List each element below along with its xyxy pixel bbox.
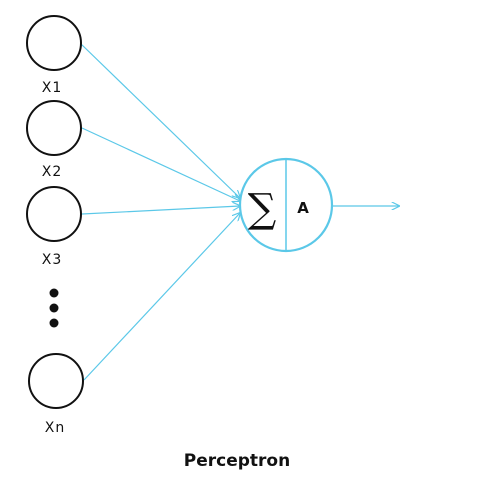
input-label-xn: Xn	[45, 420, 65, 436]
ellipsis-dot	[49, 288, 59, 298]
input-label-x2: X2	[42, 164, 63, 180]
neuron: ∑ A	[238, 157, 334, 253]
ellipsis-dots	[49, 288, 59, 328]
input-node-x2	[26, 100, 82, 156]
connection-x3	[81, 206, 240, 215]
diagram-caption: Perceptron	[184, 451, 290, 471]
input-node-xn	[28, 353, 84, 409]
connection-xn	[83, 213, 240, 381]
summation-symbol: ∑	[248, 186, 277, 232]
connection-x1	[79, 42, 240, 198]
ellipsis-dot	[49, 318, 59, 328]
input-nodes	[26, 15, 84, 409]
input-node-x1	[26, 15, 82, 71]
activation-label: A	[297, 199, 309, 217]
input-node-x3	[26, 186, 82, 242]
input-labels: X1 X2 X3 Xn	[42, 80, 65, 436]
ellipsis-dot	[49, 303, 59, 313]
input-label-x3: X3	[42, 252, 63, 268]
connections	[79, 42, 240, 381]
input-label-x1: X1	[42, 80, 63, 96]
connection-x2	[81, 127, 240, 201]
